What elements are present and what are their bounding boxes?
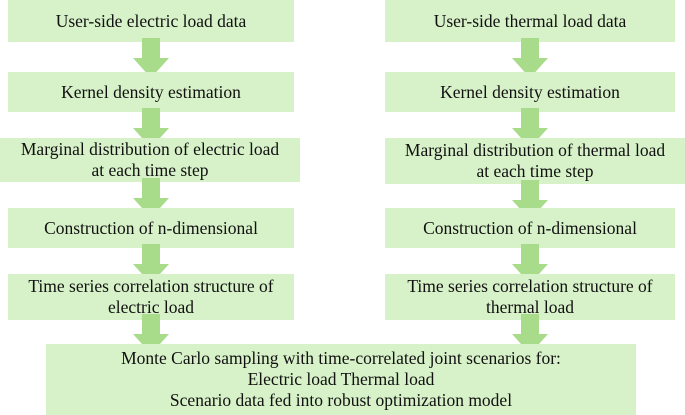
- left-kde-label: Kernel density estimation: [61, 81, 241, 102]
- left-data-label: User-side electric load data: [55, 10, 247, 31]
- left-correlation-line1: Time series correlation structure of: [28, 276, 274, 296]
- right-data-box: User-side thermal load data: [385, 0, 675, 42]
- right-marginal-line1: Marginal distribution of thermal load: [404, 140, 666, 160]
- right-correlation-box: Time series correlation structure of the…: [385, 274, 675, 320]
- left-construction-box: Construction of n-dimensional: [8, 208, 294, 248]
- monte-carlo-box: Monte Carlo sampling with time-correlate…: [46, 344, 636, 415]
- left-data-box: User-side electric load data: [8, 0, 294, 42]
- left-construction-label: Construction of n-dimensional: [44, 217, 258, 238]
- right-kde-label: Kernel density estimation: [440, 81, 620, 102]
- right-construction-box: Construction of n-dimensional: [385, 208, 675, 248]
- left-marginal-line1: Marginal distribution of electric load: [20, 139, 280, 159]
- right-kde-box: Kernel density estimation: [385, 72, 675, 112]
- monte-carlo-line3: Scenario data fed into robust optimizati…: [169, 390, 513, 410]
- left-marginal-box: Marginal distribution of electric load a…: [0, 138, 300, 182]
- right-data-label: User-side thermal load data: [433, 10, 627, 31]
- right-correlation-line1: Time series correlation structure of: [407, 276, 653, 296]
- left-arrow-1: [133, 38, 169, 78]
- right-arrow-1: [512, 38, 548, 78]
- right-construction-label: Construction of n-dimensional: [423, 217, 637, 238]
- right-marginal-box: Marginal distribution of thermal load at…: [385, 138, 685, 184]
- right-correlation-line2: thermal load: [486, 297, 574, 317]
- right-marginal-line2: at each time step: [476, 161, 594, 181]
- monte-carlo-line2: Electric load Thermal load: [247, 369, 435, 389]
- left-correlation-box: Time series correlation structure of ele…: [8, 274, 294, 320]
- left-kde-box: Kernel density estimation: [8, 72, 294, 112]
- monte-carlo-line1: Monte Carlo sampling with time-correlate…: [121, 348, 561, 368]
- left-correlation-line2: electric load: [107, 297, 194, 317]
- left-marginal-line2: at each time step: [91, 160, 209, 180]
